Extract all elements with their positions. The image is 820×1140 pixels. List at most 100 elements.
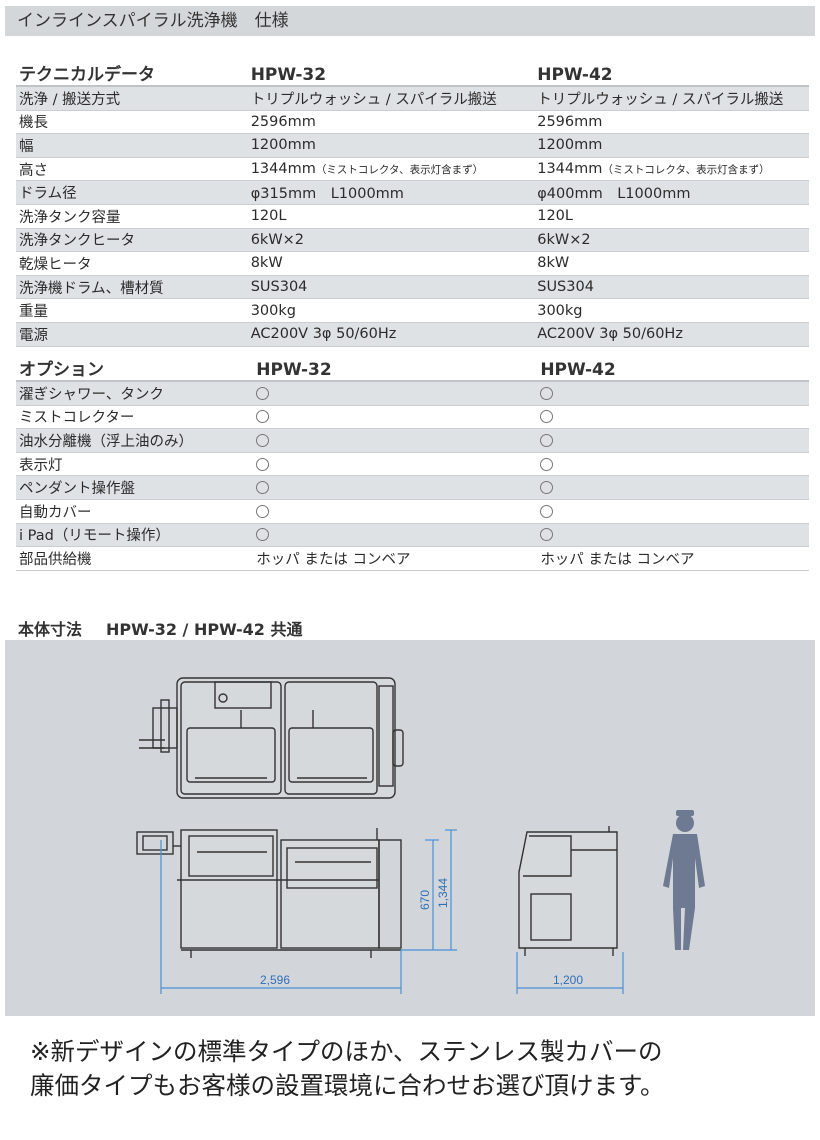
spec-value-hpw32: トリプルウォッシュ / スパイラル搬送 — [247, 86, 535, 111]
tech-header-label: テクニカルデータ — [16, 60, 248, 87]
spec-label: 機長 — [16, 110, 248, 135]
available-circle-icon — [540, 410, 554, 424]
spec-value-hpw32: 8kW — [247, 251, 535, 276]
spec-value: 6kW×2 — [250, 231, 305, 248]
spec-value: 300kg — [537, 302, 583, 319]
options-header-label: オプション — [16, 355, 254, 382]
table-row: 部品供給機ホッパ または コンベアホッパ または コンベア — [16, 546, 809, 571]
options-header-model-2: HPW-42 — [537, 355, 809, 382]
spec-value-hpw32: 300kg — [247, 298, 535, 323]
footnote-line-2: 廉価タイプもお客様の設置環境に合わせお選び頂けます。 — [30, 1071, 665, 1100]
available-circle-icon — [256, 457, 270, 471]
available-circle-icon — [256, 386, 270, 400]
spec-value: φ315mm L1000mm — [250, 186, 404, 203]
spec-value-hpw32: 2596mm — [247, 110, 535, 135]
front-view-drawing — [136, 828, 402, 958]
person-scale-icon — [663, 810, 705, 950]
table-row: 油水分離機（浮上油のみ） — [16, 428, 809, 453]
spec-value-hpw42: 1344mm（ミストコレクタ、表示灯含まず） — [534, 157, 809, 182]
tech-header-model-2: HPW-42 — [534, 60, 809, 87]
spec-label: 高さ — [16, 157, 248, 182]
top-view-drawing — [139, 677, 404, 799]
spec-label: 洗浄タンクヒータ — [16, 228, 248, 253]
spec-label: 洗浄タンク容量 — [16, 204, 248, 229]
spec-value: 2596mm — [250, 113, 316, 130]
dim-width-front: 2,596 — [260, 973, 290, 987]
table-row: 自動カバー — [16, 499, 809, 524]
spec-value: 1200mm — [250, 137, 316, 154]
spec-note: （ミストコレクタ、表示灯含まず） — [602, 164, 770, 177]
available-circle-icon — [540, 528, 554, 542]
spec-value-hpw42: 2596mm — [534, 110, 809, 135]
available-circle-icon — [540, 504, 554, 518]
option-label: 濯ぎシャワー、タンク — [16, 381, 254, 406]
spec-value: SUS304 — [250, 279, 308, 296]
spec-value-hpw32: φ315mm L1000mm — [247, 180, 535, 205]
spec-label: 幅 — [16, 133, 248, 158]
table-row: i Pad（リモート操作） — [16, 523, 809, 548]
spec-value: AC200V 3φ 50/60Hz — [250, 326, 397, 343]
option-value-hpw32 — [253, 523, 538, 548]
options-header-model-1: HPW-32 — [253, 355, 538, 382]
options-table: オプション HPW-32 HPW-42 濯ぎシャワー、タンクミストコレクター油水… — [16, 355, 809, 571]
footnote: ※新デザインの標準タイプのほか、ステンレス製カバーの 廉価タイプもお客様の設置環… — [30, 1035, 665, 1103]
dimension-title-label: 本体寸法 — [18, 620, 83, 639]
option-value-hpw32: ホッパ または コンベア — [253, 546, 538, 571]
option-label: 油水分離機（浮上油のみ） — [16, 428, 254, 453]
spec-value-hpw32: SUS304 — [247, 275, 535, 300]
table-row: 表示灯 — [16, 452, 809, 477]
available-circle-icon — [540, 457, 554, 471]
option-label: ミストコレクター — [16, 405, 254, 430]
spec-value: 8kW — [537, 255, 570, 272]
table-row: 洗浄 / 搬送方式トリプルウォッシュ / スパイラル搬送トリプルウォッシュ / … — [16, 86, 809, 111]
option-label: ペンダント操作盤 — [16, 475, 254, 500]
option-label: i Pad（リモート操作） — [16, 523, 254, 548]
option-label: 部品供給機 — [16, 546, 254, 571]
option-value-hpw42 — [537, 523, 809, 548]
available-circle-icon — [540, 481, 554, 495]
option-value-hpw32 — [253, 475, 538, 500]
option-value-hpw32 — [253, 499, 538, 524]
available-circle-icon — [256, 481, 270, 495]
spec-value: 300kg — [250, 302, 296, 319]
table-row: 濯ぎシャワー、タンク — [16, 381, 809, 406]
spec-value: 1200mm — [537, 137, 603, 154]
spec-label: 重量 — [16, 298, 248, 323]
option-value-hpw42 — [537, 452, 809, 477]
dim-height-total: 1,344 — [436, 878, 450, 908]
option-value-hpw42 — [537, 381, 809, 406]
spec-note: （ミストコレクタ、表示灯含まず） — [315, 164, 484, 177]
option-value-hpw32 — [253, 428, 538, 453]
option-value-hpw32 — [253, 405, 538, 430]
option-value-hpw42 — [537, 428, 809, 453]
table-row: ミストコレクター — [16, 405, 809, 430]
spec-label: ドラム径 — [16, 180, 248, 205]
option-label: 自動カバー — [16, 499, 254, 524]
spec-value-hpw32: 1344mm（ミストコレクタ、表示灯含まず） — [247, 157, 535, 182]
spec-value: 120L — [250, 208, 287, 225]
spec-value-hpw42: AC200V 3φ 50/60Hz — [534, 322, 809, 347]
technical-data-table: テクニカルデータ HPW-32 HPW-42 洗浄 / 搬送方式トリプルウォッシ… — [16, 60, 809, 347]
option-value-hpw42 — [537, 405, 809, 430]
spec-value-hpw42: 1200mm — [534, 133, 809, 158]
option-value-hpw42 — [537, 475, 809, 500]
spec-value: 1344mm — [537, 161, 603, 178]
option-value-hpw42: ホッパ または コンベア — [537, 546, 809, 571]
spec-value: SUS304 — [537, 279, 594, 296]
spec-value-hpw42: トリプルウォッシュ / スパイラル搬送 — [534, 86, 809, 111]
dim-height-low: 670 — [418, 890, 432, 910]
available-circle-icon — [540, 433, 554, 447]
dimension-drawing-panel: 2,596 1,200 670 1,344 — [5, 640, 815, 1016]
spec-value-hpw32: 120L — [247, 204, 535, 229]
available-circle-icon — [256, 433, 270, 447]
option-value-hpw32 — [253, 381, 538, 406]
spec-value: φ400mm L1000mm — [537, 186, 691, 203]
spec-value: 120L — [537, 208, 573, 225]
